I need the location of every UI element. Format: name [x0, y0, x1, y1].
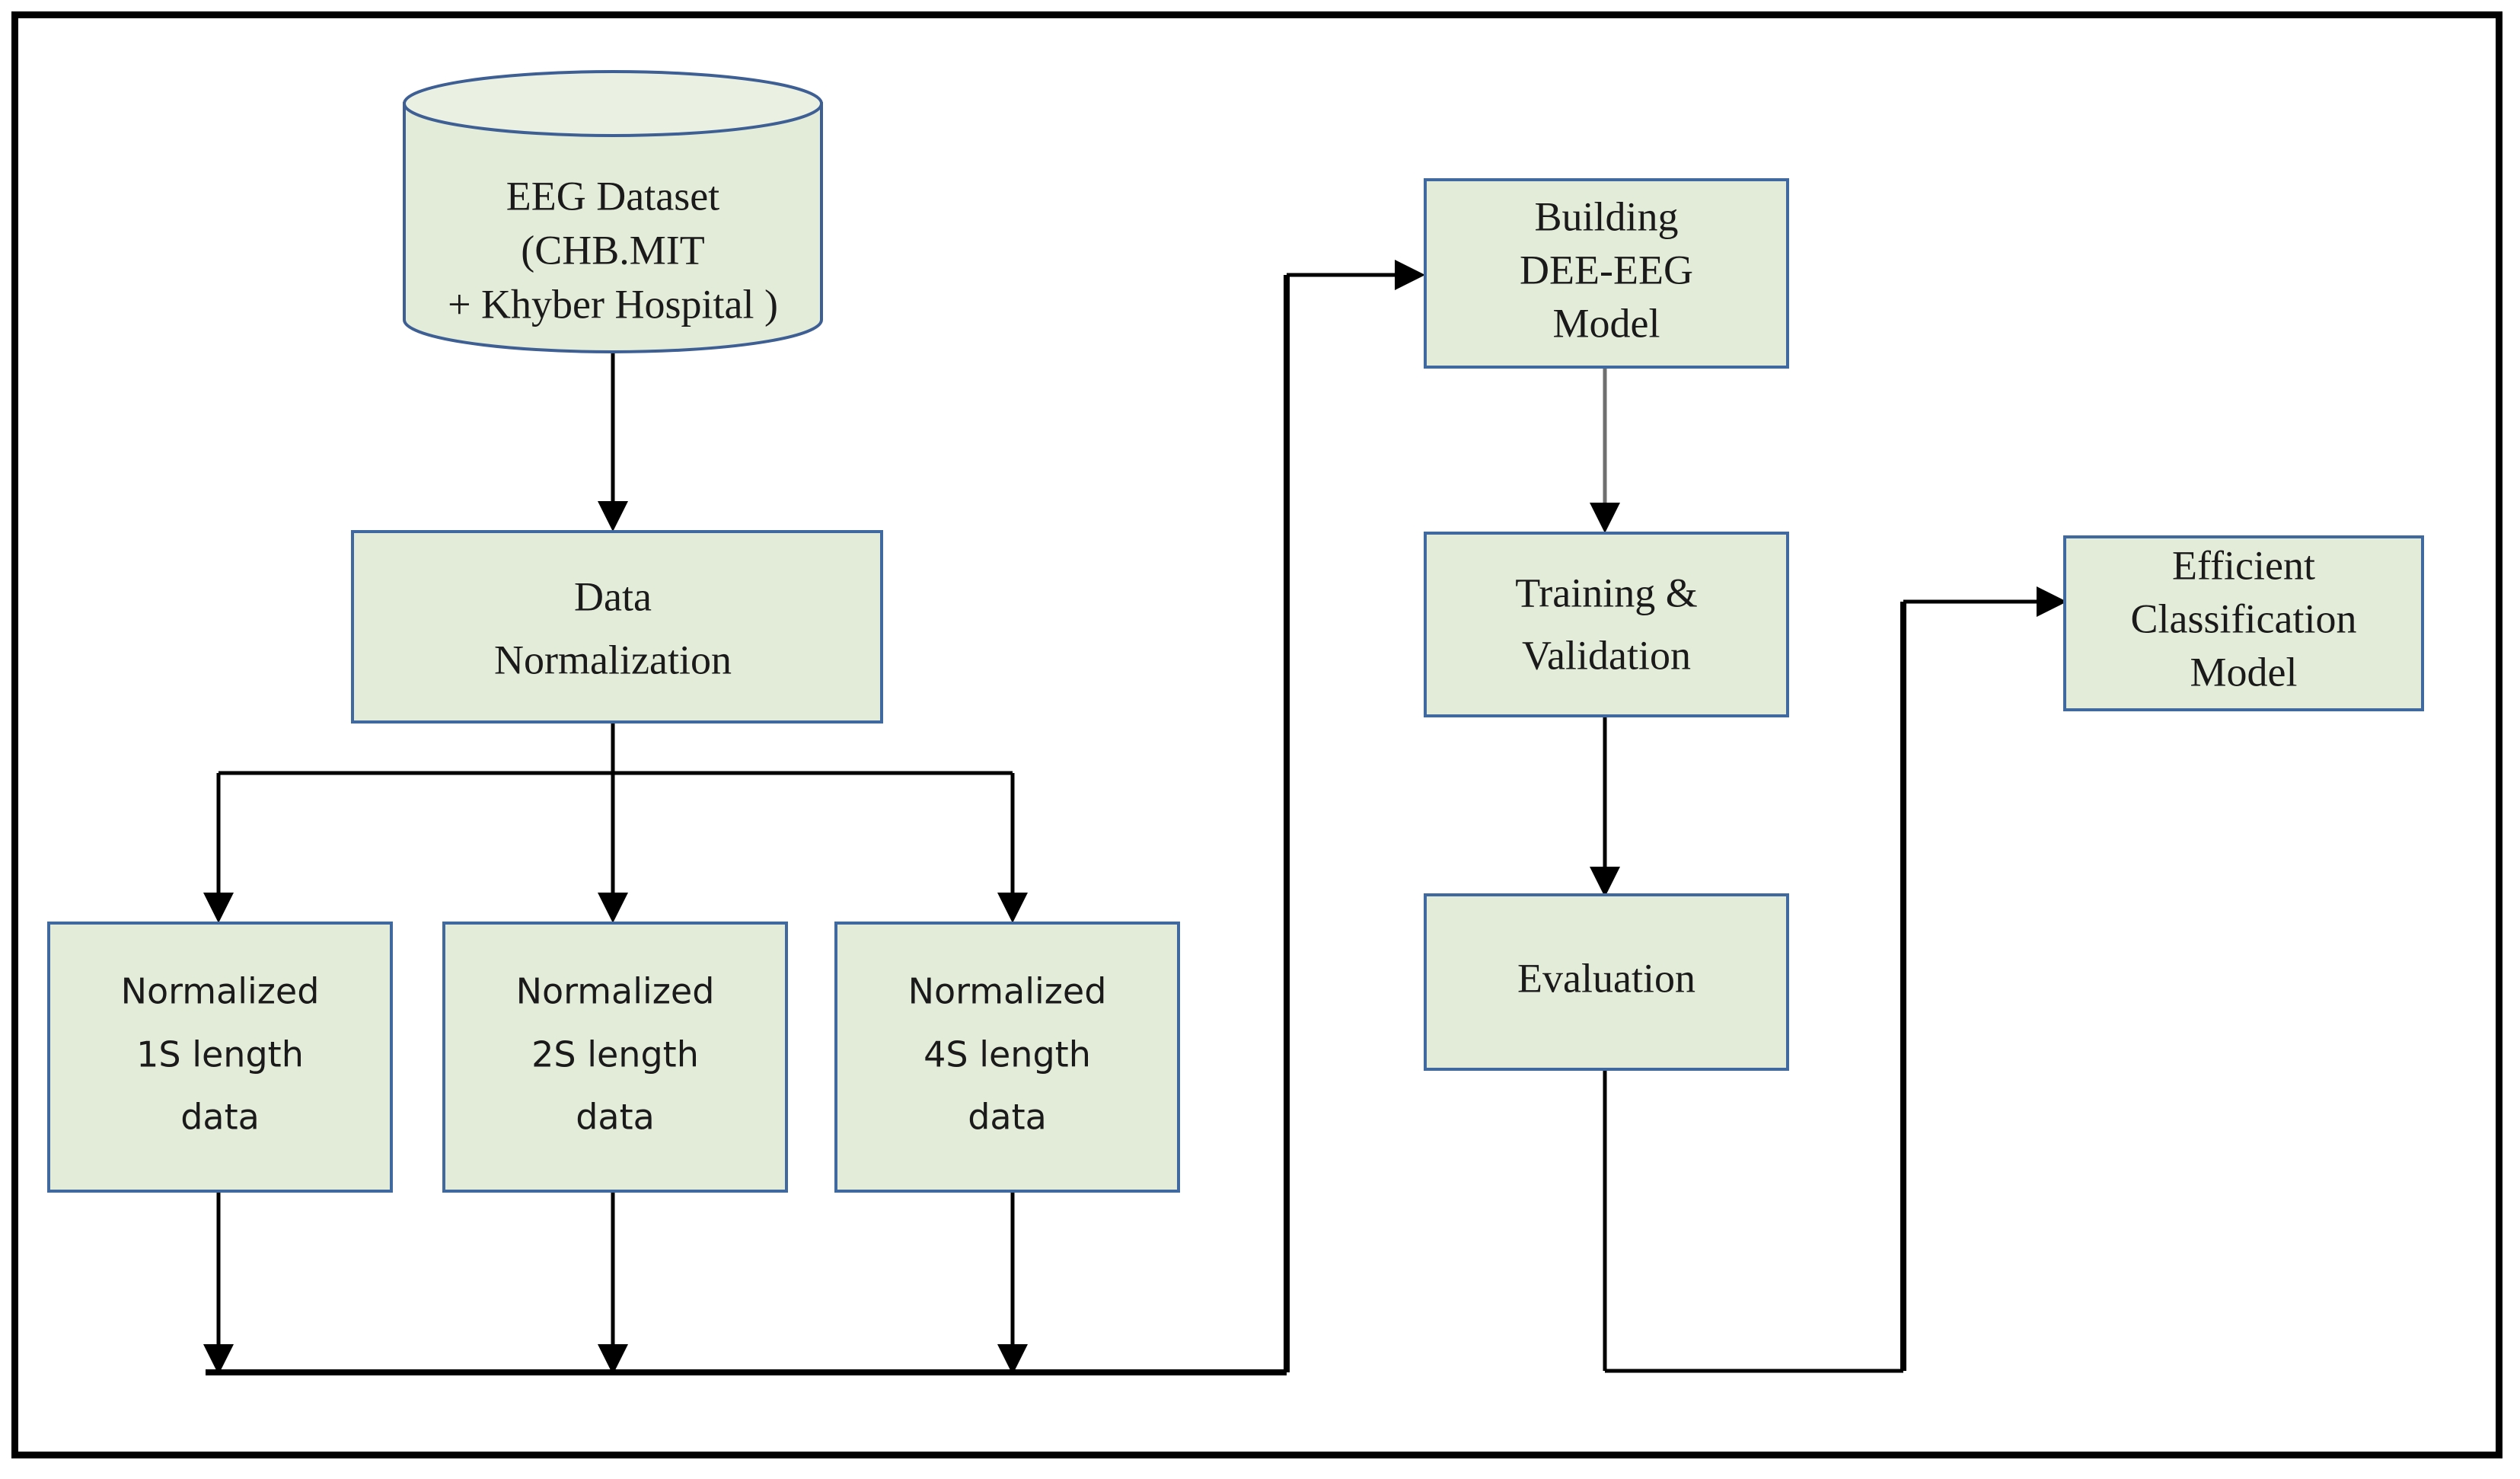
- normalized-1s-line3: data: [180, 1097, 260, 1138]
- node-training-validation[interactable]: Training & Validation: [1424, 532, 1789, 717]
- evaluation-box: [1424, 893, 1789, 1071]
- node-evaluation[interactable]: Evaluation: [1424, 893, 1789, 1071]
- normalized-1s-line2: 1S length: [136, 1034, 304, 1075]
- data-normalization-box: [351, 530, 883, 724]
- data-normalization-line2: Normalization: [494, 637, 732, 682]
- node-building-dee-eeg-model[interactable]: Building DEE-EEG Model: [1424, 178, 1789, 369]
- eeg-dataset-line2: (CHB.MIT: [521, 227, 705, 273]
- normalized-2s-line2: 2S length: [531, 1034, 699, 1075]
- eeg-dataset-line1: EEG Dataset: [506, 173, 719, 219]
- normalized-2s-line1: Normalized: [516, 971, 715, 1012]
- training-validation-line1: Training &: [1515, 570, 1698, 615]
- training-validation-line2: Validation: [1522, 632, 1691, 678]
- building-model-box: [1424, 178, 1789, 369]
- building-model-line1: Building: [1534, 193, 1678, 239]
- data-normalization-line1: Data: [574, 573, 652, 619]
- cylinder-body: [403, 102, 823, 353]
- node-normalized-4s[interactable]: Normalized 4S length data: [834, 922, 1180, 1193]
- normalized-2s-line3: data: [576, 1097, 655, 1138]
- eeg-dataset-line3: + Khyber Hospital ): [448, 281, 778, 327]
- normalized-4s-line2: 4S length: [923, 1034, 1091, 1075]
- node-normalized-2s[interactable]: Normalized 2S length data: [442, 922, 788, 1193]
- normalized-1s-line1: Normalized: [121, 971, 320, 1012]
- node-eeg-dataset[interactable]: EEG Dataset (CHB.MIT + Khyber Hospital ): [403, 70, 823, 353]
- normalized-1s-box: [47, 922, 393, 1193]
- normalized-4s-box: [834, 922, 1180, 1193]
- training-validation-box: [1424, 532, 1789, 717]
- normalized-4s-line3: data: [968, 1097, 1047, 1138]
- node-efficient-classification-model[interactable]: Efficient Classification Model: [2063, 535, 2424, 711]
- normalized-2s-box: [442, 922, 788, 1193]
- cylinder-top-ellipse: [403, 70, 823, 137]
- efficient-model-line2: Classification: [2131, 596, 2357, 641]
- efficient-model-line3: Model: [2190, 649, 2298, 695]
- efficient-model-line1: Efficient: [2172, 542, 2315, 588]
- building-model-line3: Model: [1553, 300, 1660, 346]
- node-normalized-1s[interactable]: Normalized 1S length data: [47, 922, 393, 1193]
- node-data-normalization[interactable]: Data Normalization: [351, 530, 883, 724]
- evaluation-line1: Evaluation: [1517, 955, 1695, 1001]
- building-model-line2: DEE-EEG: [1520, 247, 1693, 292]
- efficient-model-box: [2063, 535, 2424, 711]
- normalized-4s-line1: Normalized: [908, 971, 1107, 1012]
